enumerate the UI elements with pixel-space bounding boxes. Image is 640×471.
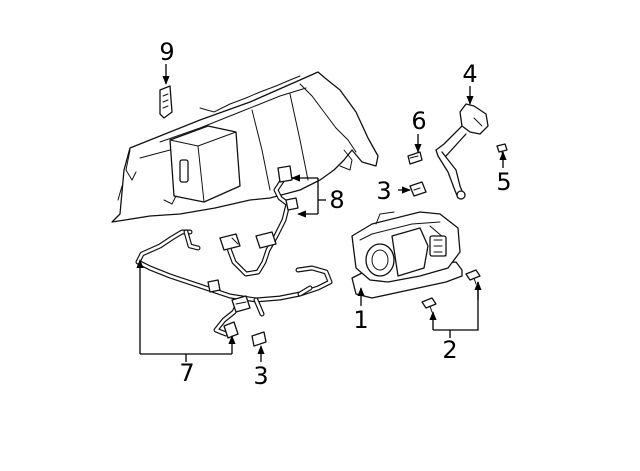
part-5-bolt [496, 143, 508, 159]
wheelhouse-panel [111, 71, 379, 223]
part-8-harness [219, 165, 299, 277]
callout-1: 1 [353, 306, 368, 334]
callout-6: 6 [411, 107, 426, 135]
leader-lines [136, 64, 507, 362]
callout-4: 4 [462, 60, 477, 88]
part-4-height-sensor [435, 103, 489, 200]
callout-2: 2 [442, 336, 457, 364]
part-1-compressor [351, 211, 463, 299]
part-9-bracket [159, 85, 173, 119]
callout-labels: 1 2 3 3 4 5 6 7 8 9 [159, 38, 511, 390]
part-3-clip-upper [409, 181, 427, 197]
part-7-harness [135, 229, 333, 339]
callout-9: 9 [159, 38, 174, 66]
callout-5: 5 [496, 168, 511, 196]
part-6-clip [407, 151, 423, 165]
callout-3-upper: 3 [376, 177, 391, 205]
callout-3-lower: 3 [253, 362, 268, 390]
part-3-clip-lower [251, 331, 267, 347]
callout-7: 7 [179, 359, 194, 387]
callout-8: 8 [329, 186, 344, 214]
